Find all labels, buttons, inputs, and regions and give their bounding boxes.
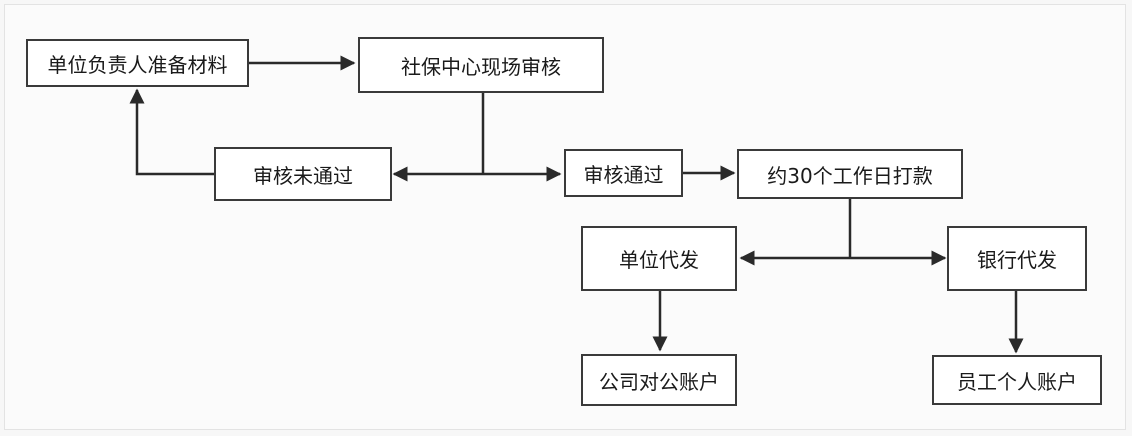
node-payment-30-days: 约30个工作日打款 bbox=[737, 149, 963, 199]
node-onsite-review: 社保中心现场审核 bbox=[358, 37, 604, 93]
arrow-fail-to-prepare bbox=[129, 88, 214, 176]
node-review-failed: 审核未通过 bbox=[214, 147, 392, 201]
node-review-passed: 审核通过 bbox=[564, 149, 683, 197]
node-prepare-materials: 单位负责人准备材料 bbox=[26, 39, 249, 87]
node-bank-issue: 银行代发 bbox=[947, 226, 1087, 291]
node-company-account: 公司对公账户 bbox=[581, 354, 737, 406]
node-employee-account: 员工个人账户 bbox=[932, 355, 1102, 405]
node-unit-issue: 单位代发 bbox=[581, 226, 737, 291]
